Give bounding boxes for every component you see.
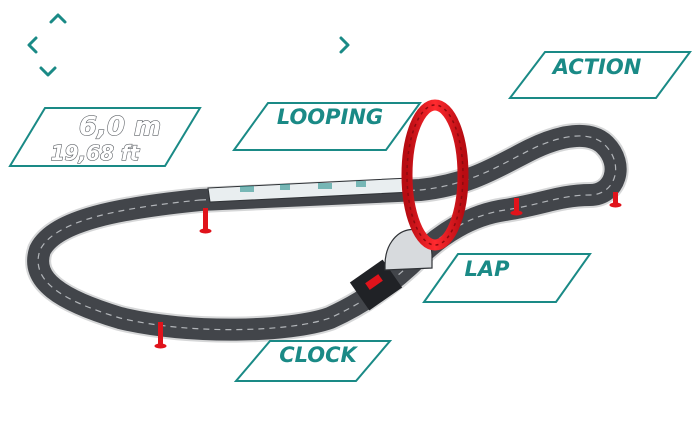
track-lane-lines	[37, 135, 617, 331]
chevron-up-icon[interactable]	[49, 13, 67, 24]
support-pillar	[514, 198, 519, 212]
lap-frame	[422, 253, 592, 303]
support-base	[199, 228, 212, 234]
clock-label: CLOCK	[279, 343, 358, 367]
lap-label: LAP	[464, 257, 510, 281]
looping-label: LOOPING	[277, 105, 383, 129]
chevron-down-icon[interactable]	[39, 66, 57, 77]
loop-ring-inner	[406, 104, 464, 246]
support-pillar	[203, 208, 208, 230]
length-metric: 6,0 m	[79, 112, 161, 142]
track-supports	[154, 192, 622, 349]
chevron-right-icon[interactable]	[339, 36, 350, 54]
length-imperial: 19,68 ft	[51, 141, 141, 165]
nav-arrows	[27, 13, 350, 77]
feature-looping[interactable]: LOOPING	[232, 102, 422, 151]
length-badge-frame	[8, 107, 202, 167]
feature-action[interactable]: ACTION	[507, 51, 692, 99]
barrier-pattern	[240, 181, 366, 192]
feature-lap[interactable]: LAP	[422, 253, 592, 303]
support-pillar	[158, 322, 163, 344]
support-base	[154, 343, 167, 349]
action-label: ACTION	[551, 55, 642, 79]
clock-frame	[233, 340, 393, 382]
lap-counter-display	[365, 274, 383, 290]
race-track	[25, 122, 629, 343]
looping-element	[401, 99, 469, 251]
support-base	[609, 202, 622, 208]
chevron-left-icon[interactable]	[27, 36, 38, 54]
support-pillar	[613, 192, 618, 204]
looping-frame	[232, 102, 422, 151]
action-frame	[507, 51, 692, 99]
support-base	[510, 210, 523, 216]
length-badge: 6,0 m 19,68 ft	[8, 107, 202, 167]
feature-clock[interactable]: CLOCK	[233, 340, 393, 382]
